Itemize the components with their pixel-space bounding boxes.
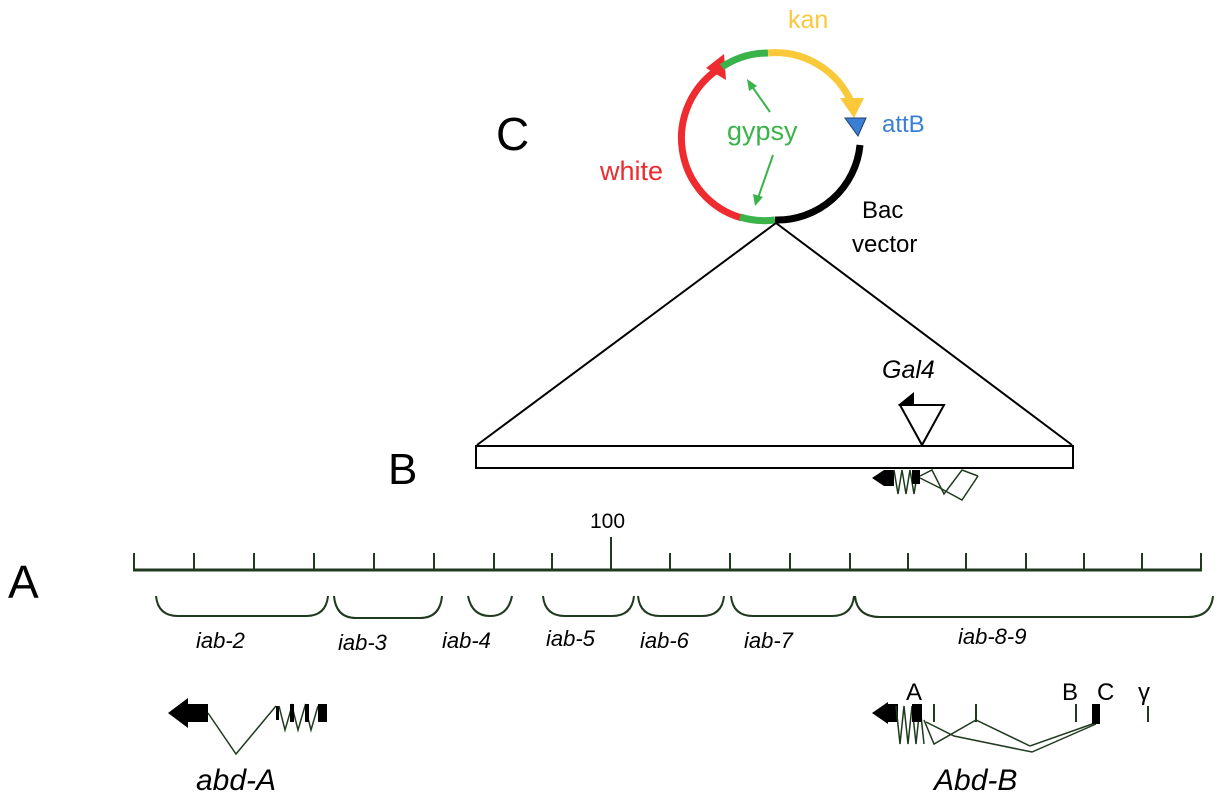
- panel-c-label: C: [496, 108, 529, 160]
- domain-label-iab-7: iab-7: [744, 628, 794, 653]
- gypsy-label: gypsy: [727, 116, 798, 146]
- kan-arrowhead: [840, 98, 864, 118]
- abd-a-label: abd-A: [196, 764, 276, 797]
- bac-label-line1: Bac: [862, 197, 903, 224]
- attb-site: [844, 117, 867, 137]
- genomic-map: 100 iab-2 iab-3 iab-4 iab-5 iab-6 iab-7 …: [133, 510, 1214, 655]
- plasmid: kan attB gypsy white Bac vector: [599, 6, 925, 258]
- gypsy-arrows: [747, 79, 774, 206]
- bracket-iab-7: [730, 595, 855, 617]
- abd-b-label: Abd-B: [932, 764, 1017, 797]
- bracket-iab-8-9: [854, 595, 1214, 618]
- bracket-iab-3: [333, 595, 443, 619]
- gypsy-bottom-arc: [738, 213, 776, 225]
- map-ticks: [133, 537, 1202, 570]
- abd-a-gene: abd-A: [168, 698, 327, 797]
- promoter-gamma-label: γ: [1138, 679, 1150, 706]
- domain-brackets: [155, 595, 1214, 619]
- domain-label-iab-5: iab-5: [546, 626, 596, 651]
- abd-a-arrow: [168, 698, 188, 728]
- attb-label: attB: [882, 111, 925, 138]
- gypsy-top-arc: [720, 49, 769, 70]
- domain-label-iab-2: iab-2: [196, 628, 245, 653]
- domain-label-iab-6: iab-6: [640, 628, 690, 653]
- promoter-a-label: A: [906, 679, 922, 706]
- abd-b-arrow: [872, 702, 888, 724]
- bracket-iab-2: [155, 595, 329, 617]
- bracket-iab-5: [542, 595, 635, 617]
- gal4-label: Gal4: [882, 356, 935, 384]
- insert-expansion-lines: [476, 222, 1073, 446]
- kan-arc: [767, 49, 856, 106]
- domain-labels: iab-2 iab-3 iab-4 iab-5 iab-6 iab-7 iab-…: [196, 624, 1026, 655]
- white-gene-arc: [677, 65, 743, 222]
- insert-abd-b-gene: [872, 468, 979, 501]
- bracket-iab-4: [467, 595, 513, 618]
- bracket-iab-6: [637, 595, 725, 617]
- panel-b-label: B: [388, 445, 417, 494]
- scale-label: 100: [590, 510, 625, 533]
- kan-label: kan: [788, 6, 828, 34]
- bac-vector-arc: [774, 144, 864, 224]
- domain-label-iab-8-9: iab-8-9: [958, 624, 1026, 649]
- insert-construct: Gal4: [475, 356, 1074, 501]
- insert-bar: [475, 445, 1074, 469]
- abd-a-intron: [207, 705, 277, 756]
- abd-b-gene: A B C γ Abd-B: [872, 679, 1150, 797]
- white-label: white: [599, 156, 663, 186]
- domain-label-iab-3: iab-3: [338, 630, 388, 655]
- bac-label-line2: vector: [852, 231, 917, 258]
- gal4-triangle: [898, 404, 946, 448]
- abd-a-exon-5prime: [188, 704, 208, 722]
- promoter-b-label: B: [1062, 679, 1078, 706]
- domain-label-iab-4: iab-4: [442, 628, 491, 653]
- panel-a-label: A: [8, 556, 39, 608]
- promoter-c-label: C: [1097, 679, 1114, 706]
- white-gene-arrowhead: [706, 54, 726, 80]
